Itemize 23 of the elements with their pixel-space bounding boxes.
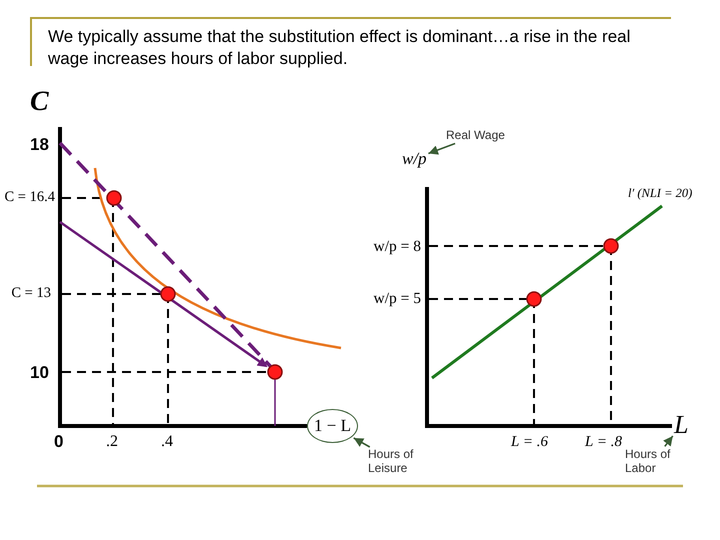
tick-label: C = 16.4 (4, 189, 55, 206)
annotation-text: Real Wage (446, 129, 505, 143)
tick-label: 10 (30, 363, 49, 383)
tick-label: 18 (30, 135, 49, 155)
leader-arrow (353, 437, 370, 448)
tick-label: w/p = 5 (374, 290, 421, 308)
tick-label: L = .6 (511, 434, 548, 452)
tick-label: .2 (106, 433, 118, 452)
leader-arrow (663, 436, 674, 447)
tick-label: C = 13 (11, 285, 51, 302)
heading-text: We typically assume that the substitution effect is dominant…a rise in the real wage increases hours of labor supplied. (48, 26, 632, 70)
curve-label: l′ (NLI = 20) (628, 186, 692, 200)
annotation-text: Hours of Leisure (368, 448, 424, 476)
circled-axis-label: 1 − L (307, 409, 358, 443)
axis-label: w/p (402, 149, 427, 169)
tick-label: w/p = 8 (374, 238, 421, 256)
tick-label: L = .8 (585, 434, 622, 452)
tick-label: .4 (161, 433, 173, 452)
axis-label: C (30, 86, 49, 118)
leader-arrow (428, 142, 456, 155)
tick-label: 0 (54, 432, 64, 452)
annotation-text: Hours of Labor (625, 448, 681, 476)
axis-label: L (674, 410, 688, 440)
